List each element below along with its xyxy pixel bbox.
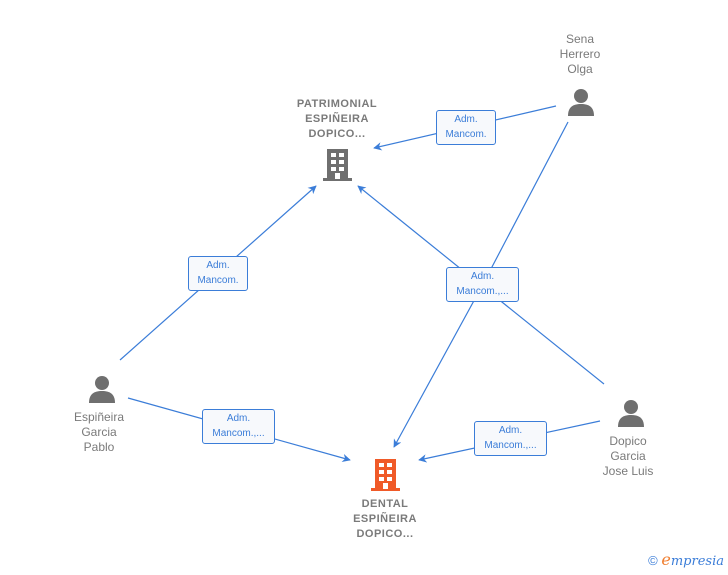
label-line: Olga	[567, 62, 593, 76]
edge-label-espineira-dental[interactable]: Adm. Mancom.,...	[202, 409, 275, 444]
node-label-patrimonial[interactable]: PATRIMONIAL ESPIÑEIRA DOPICO...	[287, 97, 387, 142]
edge-label-line: Adm.	[470, 271, 495, 282]
label-line: Jose Luis	[602, 464, 654, 478]
edge-label-dopico-patrimonial[interactable]: Adm. Mancom.,...	[446, 267, 519, 302]
edge-label-line: Adm.	[206, 260, 230, 271]
copyright-icon: ©	[648, 553, 658, 568]
logo-rest: mpresia	[670, 554, 724, 569]
edge-label-line: Mancom.	[445, 129, 487, 140]
label-line: Garcia	[610, 449, 646, 463]
label-line: ESPIÑEIRA	[353, 513, 417, 525]
footer-brand: © empresia	[648, 550, 724, 569]
building-icon-main[interactable]	[369, 457, 402, 492]
edge-label-espineira-patrimonial[interactable]: Adm. Mancom.	[188, 256, 248, 291]
node-label-dental[interactable]: DENTAL ESPIÑEIRA DOPICO...	[335, 497, 435, 542]
label-line: Herrero	[559, 47, 601, 61]
label-line: Dopico	[609, 434, 647, 448]
edge-label-line: Mancom.,...	[212, 428, 265, 439]
edge-label-line: Mancom.,...	[484, 440, 537, 451]
label-line: Sena	[565, 32, 595, 46]
label-line: DENTAL	[361, 498, 409, 510]
label-line: ESPIÑEIRA	[305, 113, 369, 125]
person-icon[interactable]	[566, 87, 596, 117]
label-line: DOPICO...	[308, 128, 366, 140]
edge-label-sena-patrimonial[interactable]: Adm. Mancom.	[436, 110, 496, 145]
building-icon[interactable]	[321, 147, 354, 182]
label-line: PATRIMONIAL	[296, 98, 378, 110]
person-icon[interactable]	[87, 374, 117, 404]
edge-label-dopico-dental[interactable]: Adm. Mancom.,...	[474, 421, 547, 456]
label-line: Espiñeira	[73, 410, 125, 424]
node-label-dopico[interactable]: Dopico Garcia Jose Luis	[588, 434, 668, 479]
node-label-espineira[interactable]: Espiñeira Garcia Pablo	[59, 410, 139, 455]
label-line: Pablo	[83, 440, 115, 454]
person-icon[interactable]	[616, 398, 646, 428]
node-label-sena[interactable]: Sena Herrero Olga	[540, 32, 620, 77]
edge-label-line: Adm.	[226, 413, 251, 424]
edge-label-line: Adm.	[454, 114, 478, 125]
empresia-logo: empresia	[661, 550, 724, 569]
label-line: Garcia	[81, 425, 117, 439]
label-line: DOPICO...	[356, 528, 414, 540]
logo-initial: e	[661, 550, 671, 569]
edge-label-line: Adm.	[498, 425, 523, 436]
edge-label-line: Mancom.,...	[456, 286, 509, 297]
edge-label-line: Mancom.	[197, 275, 239, 286]
